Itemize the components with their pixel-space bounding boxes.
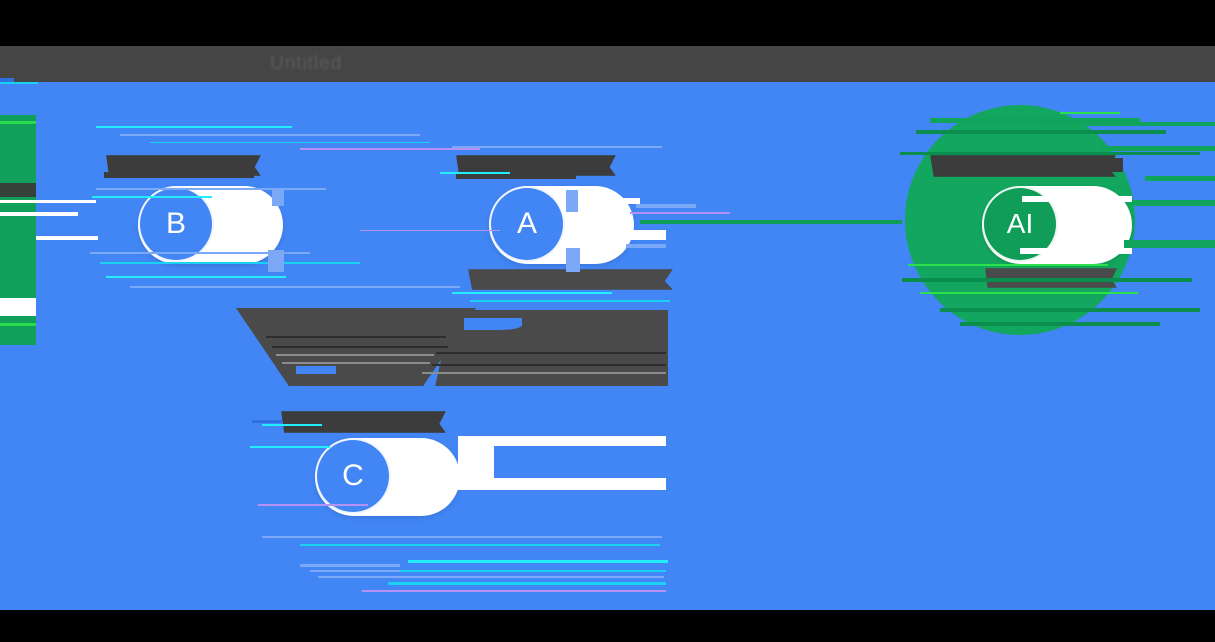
- node-badge-label: A: [516, 207, 537, 240]
- node-badge-label: AI: [1006, 208, 1034, 239]
- panel-streak-dark: [0, 183, 36, 197]
- corrupted-cut: [464, 318, 522, 330]
- node-badge-b[interactable]: B: [138, 186, 214, 262]
- window-header-bar: [0, 46, 1215, 82]
- corrupted-line: [272, 346, 448, 348]
- node-badge-label: C: [342, 459, 364, 492]
- letterbox-bottom: [0, 610, 1215, 642]
- corrupted-line: [266, 336, 446, 338]
- connector-a-to-ai[interactable]: [640, 220, 902, 224]
- window-title: Untitled: [270, 53, 343, 74]
- corrupted-cut: [296, 366, 336, 374]
- node-label-b: [106, 155, 261, 176]
- node-sublabel-ai: [985, 268, 1117, 288]
- node-badge-c[interactable]: C: [315, 438, 391, 514]
- corrupted-region: [236, 308, 668, 386]
- node-badge-ai[interactable]: AI: [982, 186, 1058, 262]
- node-sublabel-a: [468, 269, 673, 290]
- panel-streak: [0, 323, 36, 326]
- corrupted-line: [436, 352, 666, 354]
- corrupted-line: [422, 372, 666, 374]
- corrupted-line: [432, 364, 666, 366]
- corrupted-line: [282, 362, 430, 364]
- corrupted-line: [276, 354, 434, 356]
- letterbox-top: [0, 0, 1215, 46]
- left-side-panel[interactable]: [0, 115, 36, 345]
- node-label-a: [456, 155, 616, 176]
- node-badge-a[interactable]: A: [489, 186, 565, 262]
- panel-streak: [0, 121, 36, 124]
- panel-streak-white: [0, 298, 36, 316]
- node-badge-label: B: [165, 207, 186, 240]
- node-label-c: [281, 411, 446, 433]
- node-label-ai: [930, 155, 1116, 177]
